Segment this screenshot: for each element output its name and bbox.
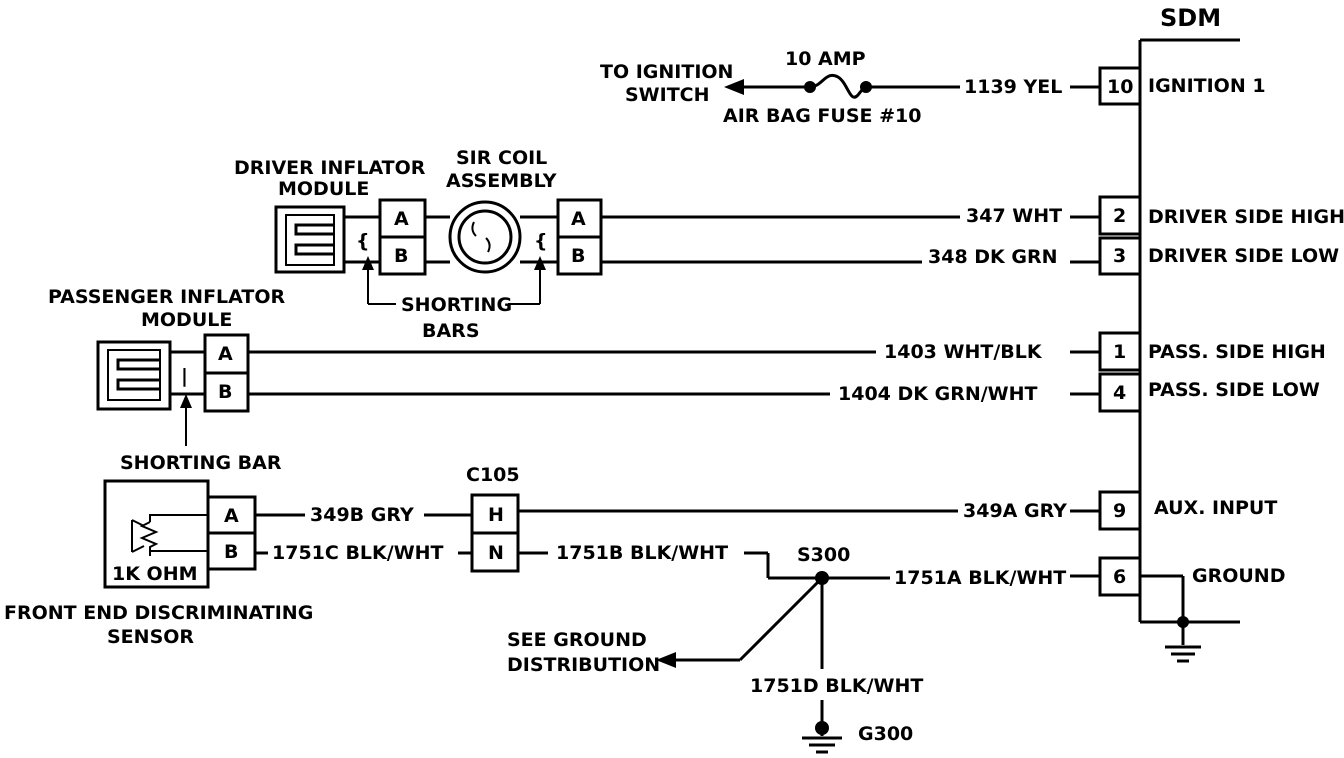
ignition-destination-line2: SWITCH	[625, 84, 710, 106]
sdm-pin-10-label: IGNITION 1	[1148, 75, 1266, 97]
arrow-left-icon	[656, 652, 676, 668]
aux-input-wire: 349A GRY	[518, 500, 1100, 522]
sir-coil-assembly: SIR COIL ASSEMBLY { A B	[425, 147, 603, 276]
passenger-module-title-line2: MODULE	[141, 309, 232, 331]
sdm-pin-1-label: PASS. SIDE HIGH	[1148, 341, 1326, 363]
wire-1751c-label: 1751C BLK/WHT	[272, 542, 444, 564]
wire-1751d-label: 1751D BLK/WHT	[750, 675, 923, 697]
wire-347-label: 347 WHT	[966, 205, 1062, 227]
wire-349b-label: 349B GRY	[310, 504, 414, 526]
fuse-rating: 10 AMP	[785, 48, 866, 70]
coil-icon	[471, 221, 491, 253]
sdm-pin-3: 3 DRIVER SIDE LOW	[1098, 236, 1339, 276]
sdm-pin-9: 9 AUX. INPUT	[1098, 490, 1277, 531]
coil-shorting-bar-icon: {	[534, 230, 548, 252]
sensor-pin-b: B	[224, 541, 238, 563]
passenger-wires: 1403 WHT/BLK 1404 DK GRN/WHT	[248, 341, 1100, 405]
sensor-resistance: 1K OHM	[112, 563, 198, 585]
sensor-title-line2: SENSOR	[107, 626, 194, 648]
sdm-pin-4: 4 PASS. SIDE LOW	[1098, 372, 1320, 413]
sir-coil-pin-a: A	[571, 208, 586, 230]
driver-inflator-module: DRIVER INFLATOR MODULE { A B	[234, 157, 427, 276]
splice-s300: 1751B BLK/WHT S300 1751A BLK/WHT SEE GRO…	[507, 542, 1100, 754]
arrow-left-icon	[724, 79, 744, 95]
passenger-inflator-module: PASSENGER INFLATOR MODULE | A B SHORTING…	[48, 286, 285, 474]
sdm-pin-4-number: 4	[1113, 382, 1126, 404]
sdm-pin-2-number: 2	[1113, 205, 1126, 227]
sdm-pin-9-number: 9	[1113, 500, 1126, 522]
sir-coil-title-line1: SIR COIL	[456, 147, 547, 169]
sdm-title: SDM	[1160, 4, 1221, 32]
sdm-pin-1-number: 1	[1113, 341, 1126, 363]
sdm-pin-3-number: 3	[1113, 245, 1126, 267]
see-ground-line1: SEE GROUND	[507, 629, 647, 651]
sdm-pin-1: 1 PASS. SIDE HIGH	[1098, 331, 1326, 372]
sdm-pin-10: 10 IGNITION 1	[1098, 66, 1266, 106]
wire-1404-label: 1404 DK GRN/WHT	[838, 383, 1038, 405]
sdm-pin-3-label: DRIVER SIDE LOW	[1148, 245, 1339, 267]
wire-1403-label: 1403 WHT/BLK	[884, 341, 1043, 363]
passenger-shorting-bar-label: SHORTING BAR	[120, 452, 282, 474]
sdm-pin-6: 6 GROUND	[1098, 556, 1285, 597]
see-ground-line2: DISTRIBUTION	[507, 654, 660, 676]
s300-name: S300	[797, 544, 850, 566]
sir-coil-pin-b: B	[571, 245, 585, 267]
wire-1751a-label: 1751A BLK/WHT	[894, 567, 1066, 589]
resistor-switch-icon	[131, 514, 208, 556]
c105-name: C105	[466, 464, 520, 486]
passenger-module-pin-a: A	[218, 343, 233, 365]
sdm-pin-9-label: AUX. INPUT	[1154, 497, 1277, 519]
sdm-pin-2-label: DRIVER SIDE HIGH	[1148, 206, 1344, 228]
g300-name: G300	[858, 723, 913, 745]
wire-1751b-label: 1751B BLK/WHT	[556, 542, 728, 564]
shorting-bars-line2: BARS	[422, 320, 480, 342]
driver-shorting-bar-icon: {	[356, 230, 370, 252]
sdm-pin-2: 2 DRIVER SIDE HIGH	[1098, 195, 1344, 236]
passenger-module-title-line1: PASSENGER INFLATOR	[48, 286, 285, 308]
driver-module-title-line2: MODULE	[278, 178, 369, 200]
driver-module-pin-b: B	[394, 245, 408, 267]
driver-module-pin-a: A	[394, 208, 409, 230]
passenger-shorting-bar-icon: |	[181, 365, 188, 387]
fuse-name: AIR BAG FUSE #10	[723, 105, 921, 127]
connector-c105: 349B GRY 1751C BLK/WHT C105 H N	[255, 464, 520, 573]
front-end-sensor: A B 1K OHM FRONT END DISCRIMINATING SENS…	[4, 479, 313, 648]
sdm-pin-4-label: PASS. SIDE LOW	[1148, 379, 1320, 401]
ignition-destination-line1: TO IGNITION	[600, 61, 733, 83]
sensor-pin-a: A	[224, 505, 239, 527]
sir-coil-title-line2: ASSEMBLY	[446, 170, 557, 192]
wire-348-label: 348 DK GRN	[928, 246, 1058, 268]
c105-pin-n: N	[488, 542, 504, 564]
sdm-ground	[1140, 574, 1201, 663]
shorting-bars-callout: SHORTING BARS	[362, 256, 546, 342]
sdm-pin-6-number: 6	[1113, 566, 1126, 588]
ignition-circuit: 1139 YEL 10 AMP AIR BAG FUSE #10 TO IGNI…	[600, 48, 1100, 127]
sensor-title-line1: FRONT END DISCRIMINATING	[4, 602, 313, 624]
shorting-bars-line1: SHORTING	[401, 294, 512, 316]
passenger-module-pin-b: B	[218, 381, 232, 403]
wire-1139-label: 1139 YEL	[964, 76, 1062, 98]
sdm-pin-6-label: GROUND	[1192, 565, 1285, 587]
wire-349a-label: 349A GRY	[963, 500, 1067, 522]
driver-wires: 347 WHT 348 DK GRN	[601, 205, 1100, 268]
c105-pin-h: H	[488, 504, 504, 526]
driver-module-title-line1: DRIVER INFLATOR	[234, 157, 426, 179]
sdm-pin-10-number: 10	[1107, 76, 1133, 98]
